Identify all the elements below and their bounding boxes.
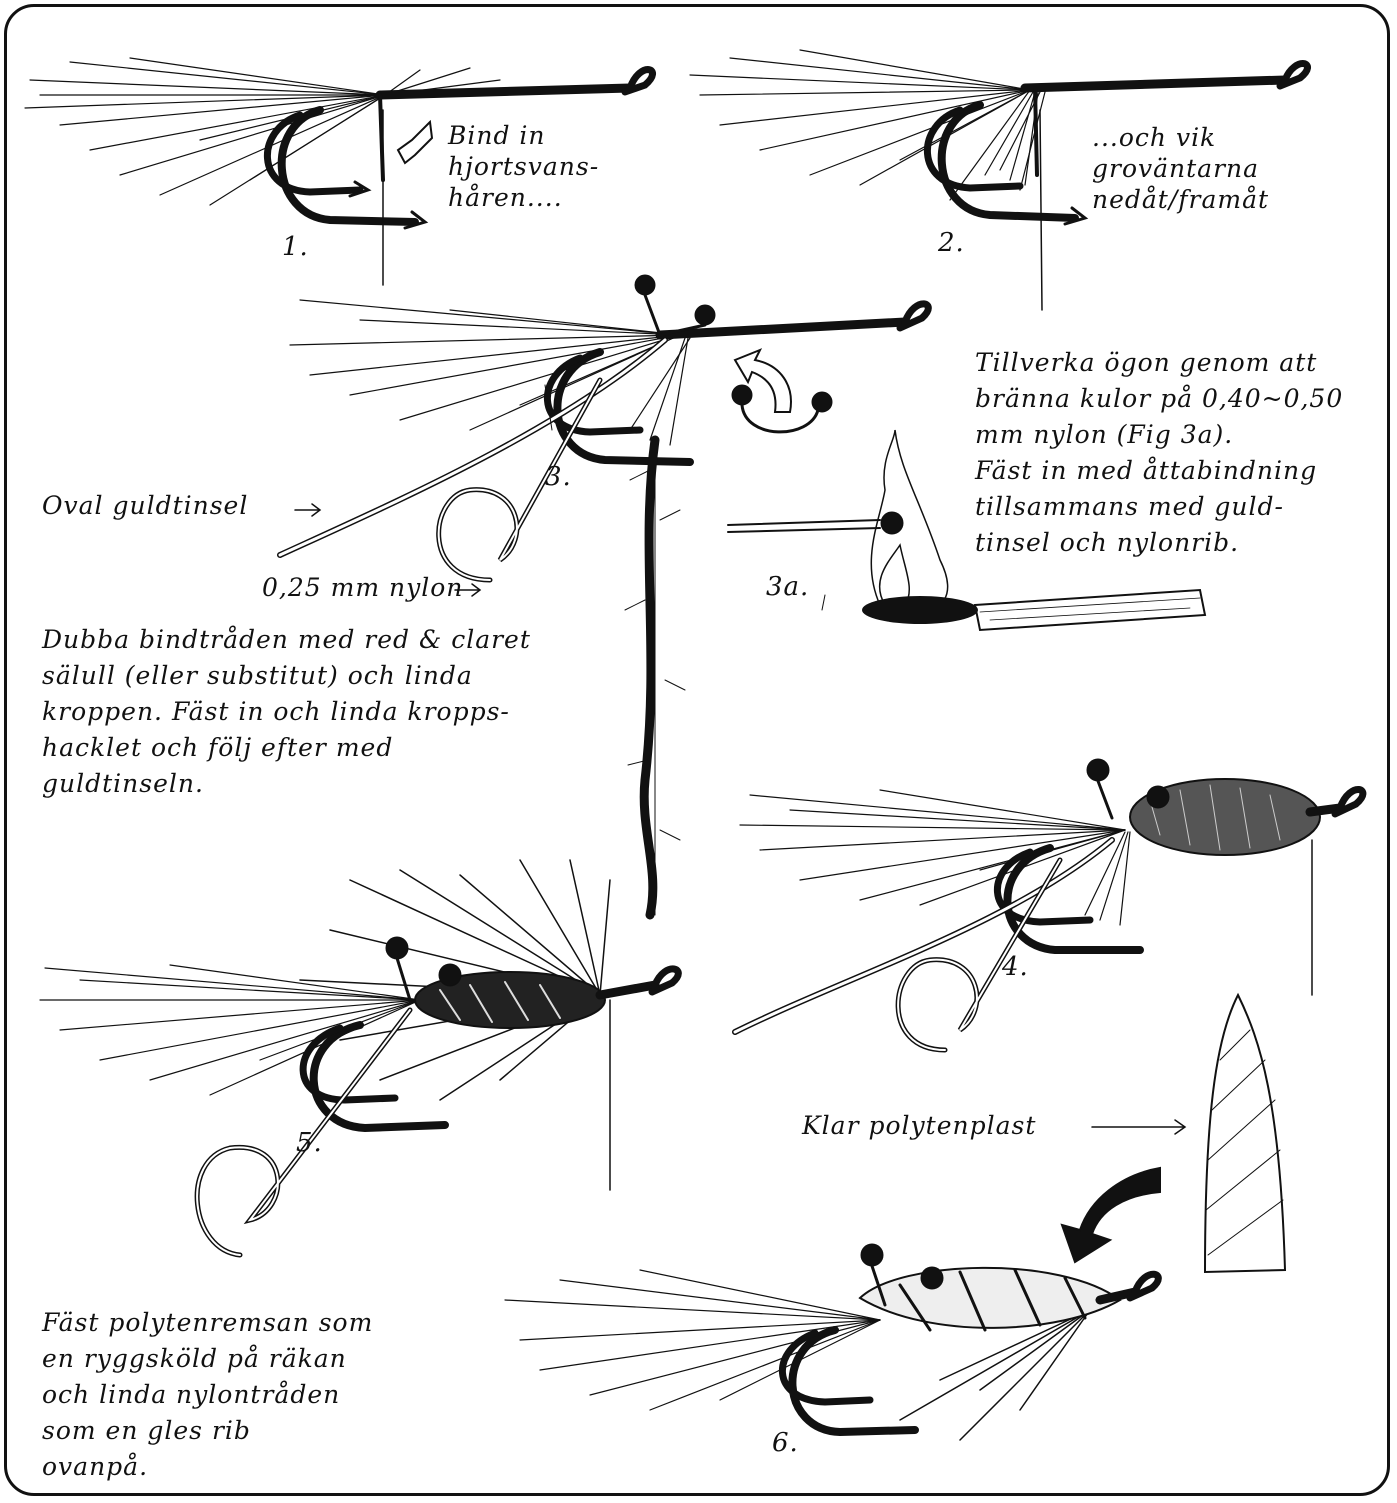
text-fast-poly: Fäst polytenremsan som en ryggsköld på r… (42, 1305, 373, 1485)
step-number-4: 4. (1002, 952, 1029, 982)
arrow-icon (398, 122, 432, 163)
eyes-icon (732, 385, 832, 432)
hackle-icon (505, 1270, 880, 1410)
step-number-2: 2. (938, 228, 965, 258)
step-number-5: 5. (296, 1128, 323, 1158)
step-number-1: 1. (282, 232, 309, 262)
label-och-vik: ...och vik groväntarna nedåt/framåt (1092, 122, 1269, 215)
text-tillverka: Tillverka ögon genom att bränna kulor på… (975, 345, 1343, 561)
arrow-icon (1062, 1168, 1160, 1262)
hackle-icon (25, 58, 500, 205)
match-icon (862, 590, 1205, 630)
label-nylon: 0,25 mm nylon (262, 572, 463, 603)
label-klar-polytenplast: Klar polytenplast (802, 1110, 1036, 1141)
hackle-icon (740, 790, 1130, 925)
fig5-fly (40, 860, 678, 1255)
hackle-icon (690, 50, 1045, 200)
step-number-3: 3. (545, 462, 572, 492)
step-number-6: 6. (772, 1428, 799, 1458)
label-oval-guldtinsel: Oval guldtinsel (42, 490, 248, 521)
fig4-fly (735, 759, 1363, 1050)
fig6-fly (505, 1244, 1158, 1440)
eyes-icon (635, 275, 715, 335)
label-bind-in: Bind in hjortsvans- håren.... (448, 120, 599, 213)
hackle-icon (290, 300, 690, 445)
text-dubba: Dubba bindtråden med red & claret sälull… (42, 622, 531, 802)
shell-icon (1205, 995, 1285, 1272)
step-number-3a: 3a. (766, 572, 809, 602)
